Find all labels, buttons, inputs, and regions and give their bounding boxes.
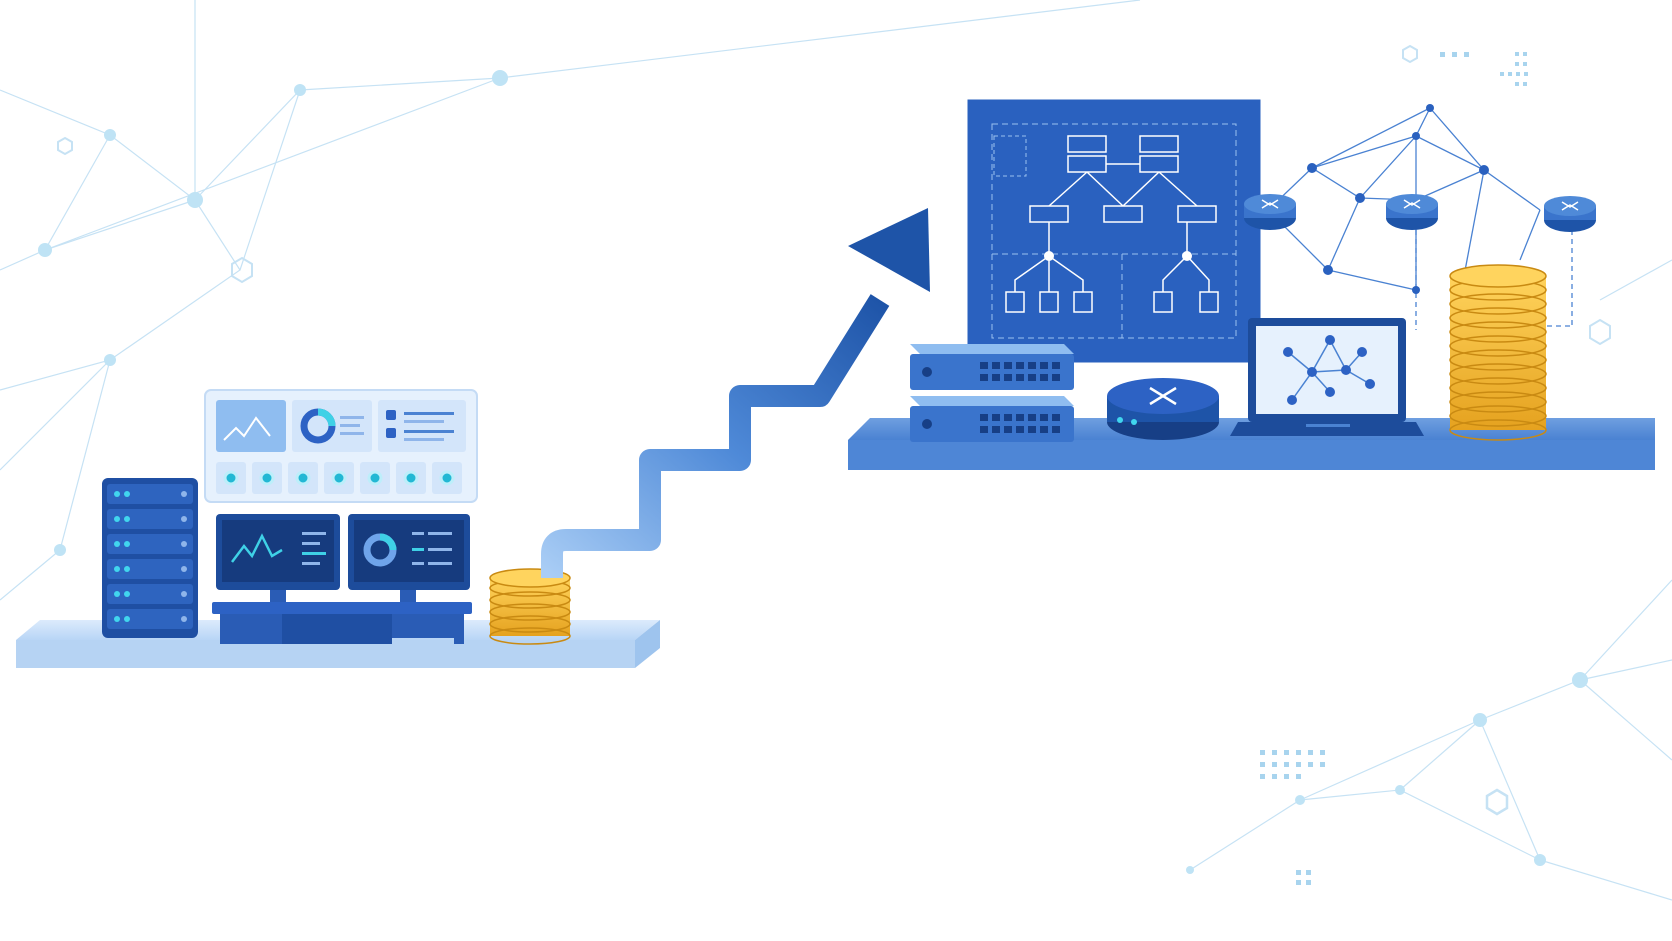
laptop-icon <box>1230 318 1424 436</box>
growth-arrow-icon <box>541 208 930 578</box>
coin-stack-icon <box>1449 264 1547 441</box>
blueprint-board-icon <box>964 96 1264 366</box>
server-rack-icon <box>102 478 198 638</box>
router-icon <box>1107 194 1596 440</box>
hexagon-icons <box>57 44 1611 816</box>
network-switch-icon <box>910 344 1074 442</box>
monitor-icon <box>216 514 470 602</box>
dot-grid-decoration <box>1260 52 1528 885</box>
background-nodes <box>38 70 1588 874</box>
desk-icon <box>212 602 472 644</box>
background-network <box>0 0 1672 901</box>
coin-stack-icon <box>489 568 571 645</box>
dashboard-panel-icon <box>204 389 478 503</box>
